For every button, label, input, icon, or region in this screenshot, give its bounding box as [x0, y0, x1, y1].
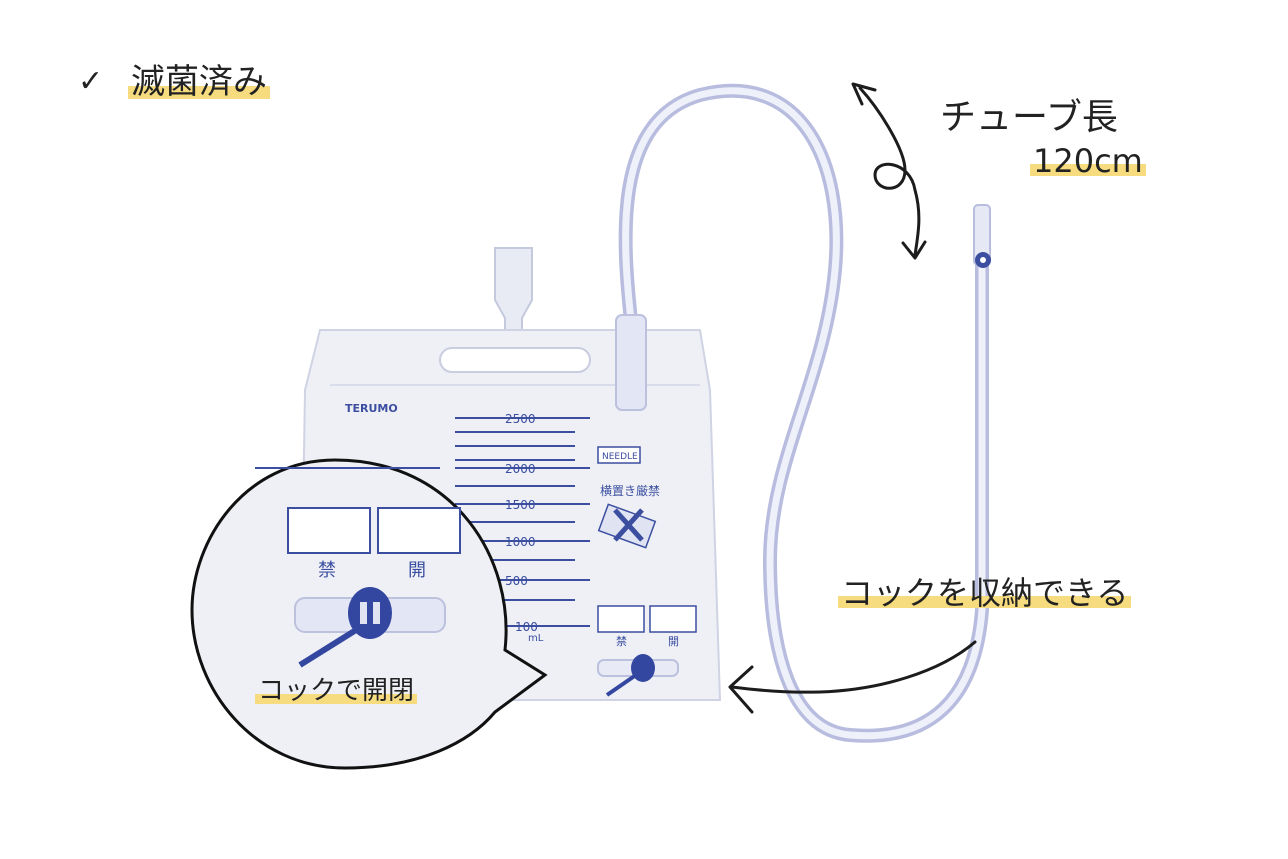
valve-closed-label: 禁	[616, 635, 627, 648]
drain-cock	[597, 654, 679, 697]
callout-closed-label: 禁	[318, 560, 336, 581]
scale-label: 500	[505, 574, 528, 588]
sterile-label: 滅菌済み	[128, 62, 270, 103]
tube-length-value: 120cm	[1030, 142, 1146, 181]
scale-unit: mL	[528, 633, 544, 644]
cock-open-close-label: コックで開閉	[255, 676, 418, 708]
scale-label: 1000	[505, 535, 536, 549]
scale-label: 2500	[505, 412, 536, 426]
valve-open-label: 開	[668, 635, 679, 648]
scale-label: 100	[515, 620, 538, 634]
scale-label: 1500	[505, 498, 536, 512]
tube-connector	[973, 204, 991, 268]
bag-instructions: NEEDLE 横置き厳禁 禁 開	[597, 446, 697, 648]
callout-open-label: 開	[408, 560, 426, 581]
check-icon: ✓	[78, 64, 104, 99]
notice-text: 横置き厳禁	[600, 484, 660, 498]
drainage-tube	[618, 83, 989, 743]
tube-length-title: チューブ長	[940, 97, 1118, 138]
double-arrow-icon	[851, 82, 927, 260]
curved-arrow-icon	[728, 640, 977, 714]
cock-storage-label: コックを収納できる	[838, 574, 1132, 613]
needle-badge: NEEDLE	[602, 452, 638, 462]
brand-logo: TERUMO	[345, 402, 398, 415]
scale-label: 2000	[505, 462, 536, 476]
no-lay-flat-icon	[597, 503, 657, 549]
